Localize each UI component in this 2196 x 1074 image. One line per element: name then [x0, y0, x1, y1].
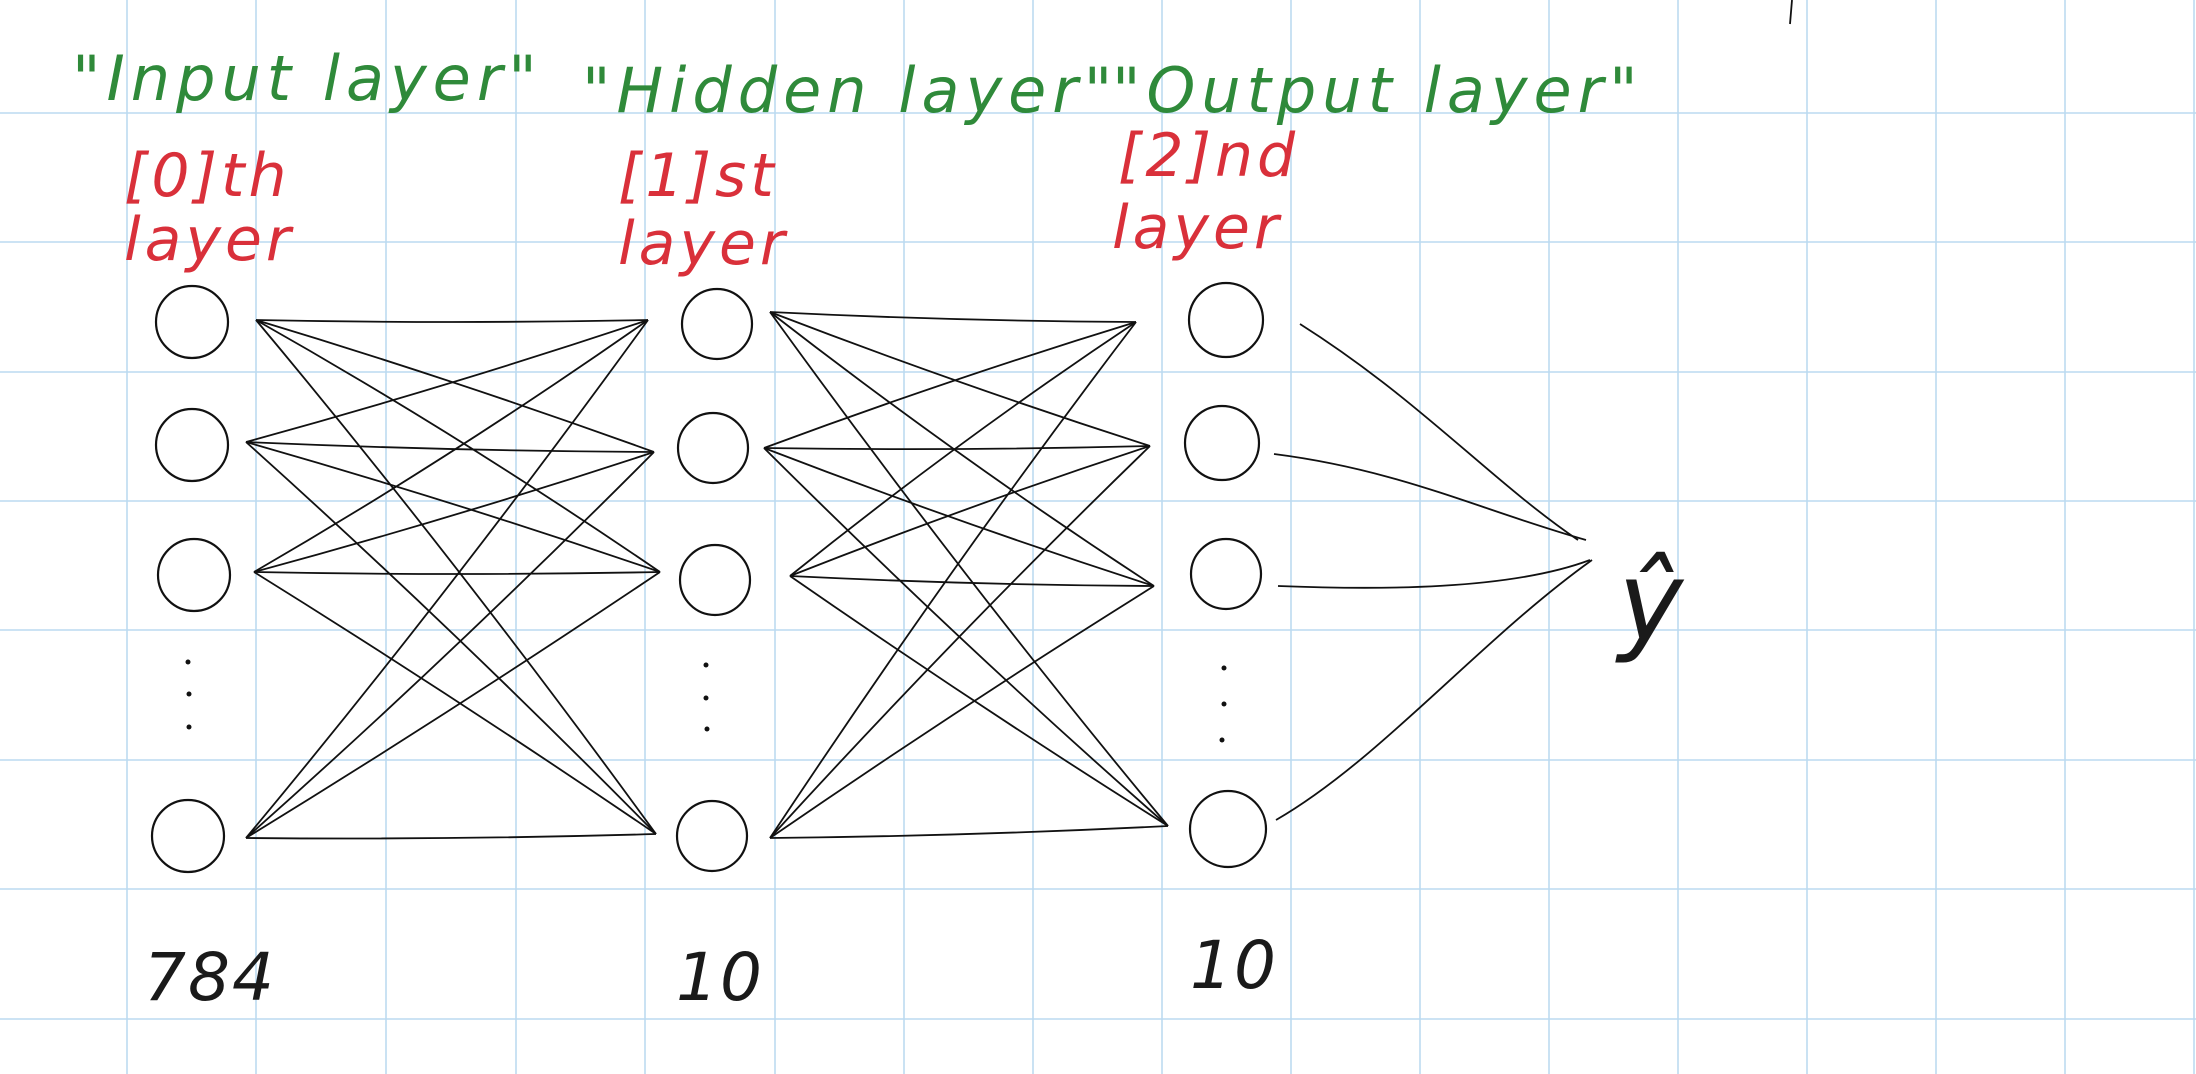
edge-input-hidden — [253, 451, 655, 573]
output-layer-nodes — [1183, 281, 1268, 869]
edge-output-prediction — [1299, 323, 1579, 541]
hidden-ellipsis-dot — [704, 726, 710, 732]
layer2-index: [2]nd — [1118, 121, 1299, 191]
edge-input-hidden — [245, 833, 657, 840]
edge-input-hidden — [245, 441, 657, 835]
layer2-word: layer — [1112, 193, 1283, 263]
input-node-last — [150, 798, 226, 874]
hidden-node-last — [675, 799, 749, 873]
edge-output-prediction — [1275, 559, 1593, 821]
input-ellipsis-dot — [186, 691, 192, 697]
hidden-ellipsis-dot — [703, 695, 709, 701]
output-node-2 — [1183, 404, 1261, 482]
edge-input-hidden — [253, 571, 657, 835]
hidden-layer-nodes — [675, 287, 754, 873]
hidden-node-1 — [680, 287, 754, 361]
edge-output-prediction — [1277, 559, 1591, 589]
output-ellipsis-dot — [1221, 701, 1227, 707]
edge-hidden-output — [769, 311, 1151, 447]
input-node-3 — [156, 537, 232, 613]
stray-pen-stroke — [1789, 0, 1793, 25]
edge-input-hidden — [245, 441, 661, 573]
output-count: 10 — [1190, 927, 1278, 1004]
edge-hidden-output — [789, 321, 1137, 577]
edge-input-hidden — [255, 319, 649, 323]
layer1-word: layer — [618, 209, 789, 279]
y-hat-prediction: ŷ — [1615, 538, 1685, 666]
edge-hidden-output — [769, 311, 1169, 827]
input-count: 784 — [144, 939, 276, 1016]
edge-hidden-output — [789, 575, 1169, 827]
input-layer-title: "Input layer" — [72, 42, 543, 115]
edge-input-hidden — [245, 319, 649, 443]
hidden-count: 10 — [676, 939, 764, 1016]
edge-hidden-output — [789, 575, 1155, 587]
edge-hidden-output — [763, 321, 1137, 449]
input-ellipsis-dot — [185, 659, 191, 665]
edge-input-hidden — [245, 571, 661, 839]
output-ellipsis-dot — [1219, 737, 1225, 743]
input-layer-nodes — [150, 284, 232, 874]
edge-input-hidden — [253, 319, 649, 573]
edge-input-hidden — [255, 319, 655, 453]
hidden-ellipsis-dot — [703, 662, 709, 668]
edge-hidden-output — [769, 311, 1137, 323]
edge-hidden-output — [769, 311, 1155, 587]
hidden-layer-title: "Hidden layer" — [582, 54, 1118, 127]
layer0-word: layer — [124, 205, 295, 275]
output-node-last — [1188, 789, 1268, 869]
edge-hidden-output — [769, 445, 1151, 839]
hidden-node-2 — [676, 411, 750, 485]
edge-input-hidden — [255, 319, 661, 573]
edge-input-hidden — [245, 451, 655, 839]
input-ellipsis-dot — [186, 724, 192, 730]
input-node-2 — [154, 407, 230, 483]
edge-hidden-output — [769, 825, 1169, 839]
layer1-index: [1]st — [618, 141, 778, 211]
edge-hidden-output — [763, 447, 1155, 587]
edge-input-hidden — [245, 441, 655, 453]
output-node-3 — [1189, 537, 1263, 611]
output-layer-title: "Output layer" — [1112, 54, 1644, 127]
edge-input-hidden — [245, 319, 649, 839]
edge-hidden-output — [789, 445, 1151, 577]
edge-hidden-output — [763, 447, 1169, 827]
connections — [245, 311, 1593, 840]
output-node-1 — [1187, 281, 1265, 359]
input-node-1 — [154, 284, 230, 360]
edge-output-prediction — [1273, 453, 1587, 541]
edge-hidden-output — [769, 321, 1137, 839]
hidden-node-3 — [678, 543, 752, 617]
edge-hidden-output — [763, 445, 1151, 451]
output-ellipsis-dot — [1221, 665, 1227, 671]
layer0-index: [0]th — [124, 141, 291, 211]
edge-hidden-output — [769, 585, 1155, 839]
edge-input-hidden — [255, 319, 657, 835]
